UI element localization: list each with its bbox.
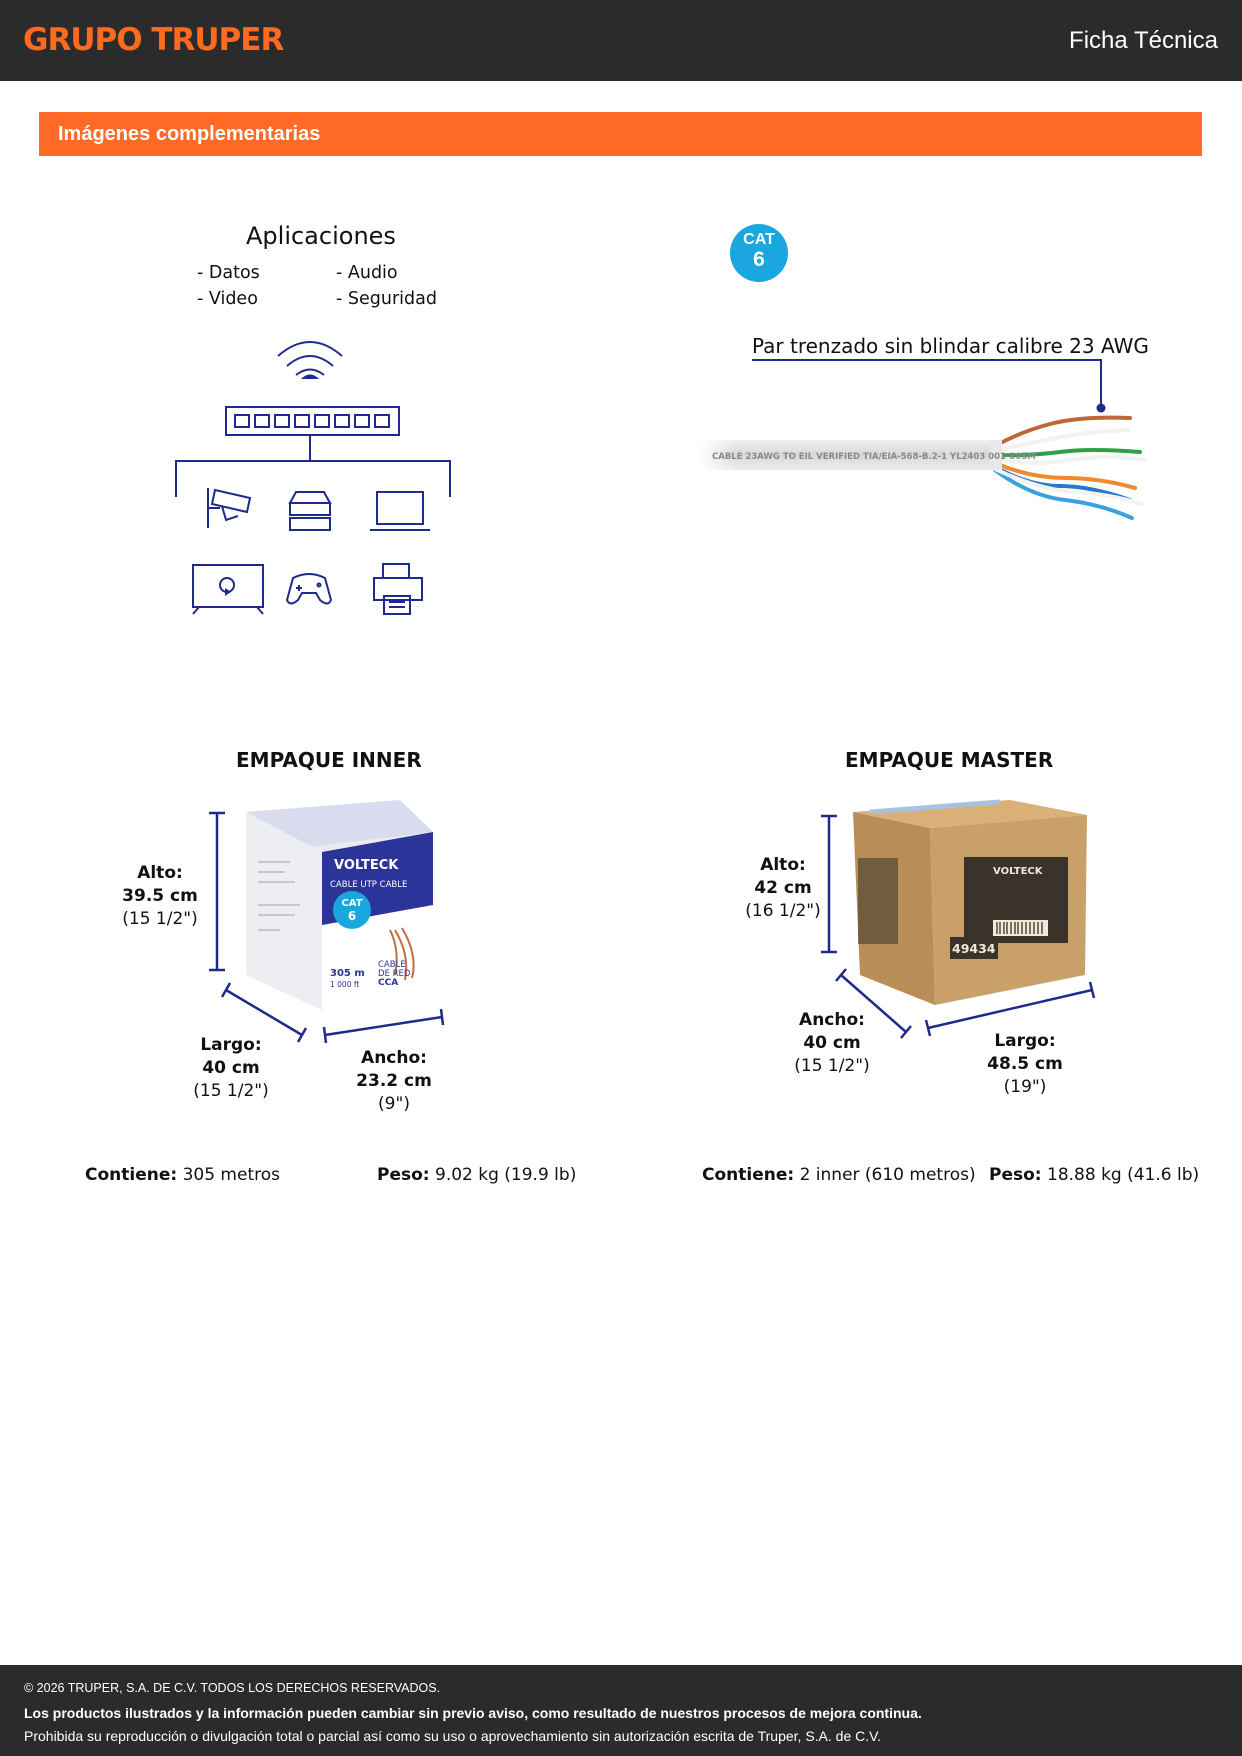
prohibition-text: Prohibida su reproducción o divulgación …	[24, 1728, 882, 1744]
master-box-brand: VOLTECK	[993, 866, 1043, 877]
master-alto-label: Alto: 42 cm (16 1/2")	[745, 855, 821, 921]
box-brand: VOLTECK	[334, 858, 399, 873]
application-item: - Datos	[197, 263, 260, 283]
gamepad-icon	[285, 573, 333, 605]
cat-label: CAT	[743, 231, 775, 248]
master-weight: Peso: 18.88 kg (41.6 lb)	[989, 1165, 1200, 1185]
cable-jacket-print: CABLE 23AWG TO EIL VERIFIED TIA/EIA-568-…	[712, 452, 1036, 462]
box-type: DE RED	[378, 969, 411, 979]
page-title: Ficha Técnica	[1069, 27, 1218, 54]
tv-icon	[192, 564, 264, 615]
wifi-icon	[277, 341, 343, 376]
media-box-icon	[288, 491, 332, 531]
box-length: 305 m	[330, 968, 365, 979]
section-header: Imágenes complementarias	[39, 112, 1202, 156]
grupo-truper-logo: GRUPO TRUPER	[23, 22, 284, 58]
box-product: CABLE UTP CABLE	[330, 880, 408, 890]
security-camera-icon	[207, 488, 252, 528]
inner-dimension-lines	[209, 811, 445, 1044]
inner-box-illustration	[246, 800, 433, 1010]
master-ancho-label: Ancho: 40 cm (15 1/2")	[794, 1010, 870, 1076]
master-dimension-lines	[821, 814, 1096, 1039]
inner-ancho-label: Ancho: 23.2 cm (9")	[356, 1048, 432, 1114]
master-contents: Contiene: 2 inner (610 metros)	[702, 1165, 976, 1185]
printer-icon	[373, 563, 423, 615]
header-bar: GRUPO TRUPER Ficha Técnica	[0, 0, 1242, 81]
notice-text: Los productos ilustrados y la informació…	[24, 1705, 922, 1721]
application-item: - Seguridad	[336, 289, 437, 309]
footer: © 2026 TRUPER, S.A. DE C.V. TODOS LOS DE…	[0, 1665, 1242, 1756]
section-title: Imágenes complementarias	[58, 123, 321, 145]
cable-description: Par trenzado sin blindar calibre 23 AWG	[752, 334, 1149, 358]
cat-number: 6	[753, 248, 765, 271]
cat6-badge: CAT 6	[730, 224, 788, 282]
box-cat-number: 6	[347, 909, 357, 923]
copyright-text: © 2026 TRUPER, S.A. DE C.V. TODOS LOS DE…	[24, 1681, 441, 1695]
inner-weight: Peso: 9.02 kg (19.9 lb)	[377, 1165, 577, 1185]
master-box-code: 49434	[952, 941, 996, 956]
master-package-title: EMPAQUE MASTER	[845, 748, 1054, 772]
inner-package-title: EMPAQUE INNER	[236, 748, 422, 772]
master-box-illustration	[853, 799, 1087, 1005]
application-item: - Video	[197, 289, 258, 309]
inner-contents: Contiene: 305 metros	[85, 1165, 280, 1185]
utp-cable-illustration	[700, 359, 1147, 520]
applications-title: Aplicaciones	[246, 222, 396, 250]
master-largo-label: Largo: 48.5 cm (19")	[987, 1031, 1063, 1097]
network-switch-icon	[225, 406, 400, 436]
box-length-ft: 1 000 ft	[330, 980, 360, 989]
box-cat-label: CAT	[341, 898, 363, 909]
network-diagram	[175, 341, 451, 615]
box-type: CABLE	[378, 960, 406, 970]
inner-alto-label: Alto: 39.5 cm (15 1/2")	[122, 863, 198, 929]
application-item: - Audio	[336, 263, 398, 283]
box-type: CCA	[378, 978, 399, 988]
inner-largo-label: Largo: 40 cm (15 1/2")	[193, 1035, 269, 1101]
laptop-icon	[370, 491, 430, 531]
